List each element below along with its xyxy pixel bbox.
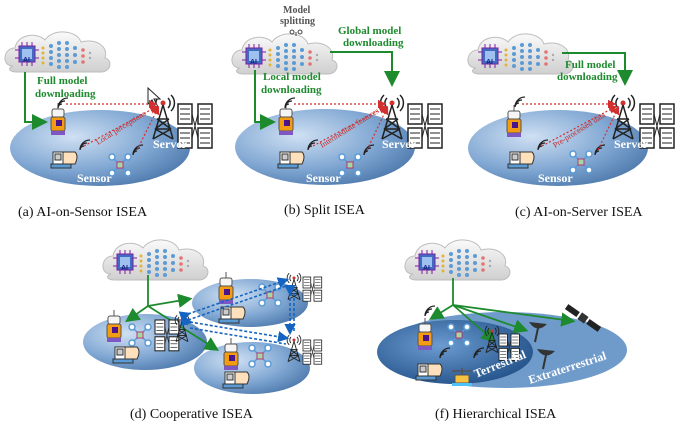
server-racks-icon — [302, 276, 323, 302]
cloud-ai-icon — [404, 239, 511, 281]
server-label: Server — [153, 137, 188, 151]
wifi-icon — [424, 305, 436, 317]
download-label: downloading — [557, 71, 618, 83]
download-label: Full model — [565, 59, 615, 71]
local-download-arrow — [254, 70, 276, 130]
cooperative-link — [187, 285, 287, 321]
cloud-ai-icon — [102, 239, 209, 281]
ai-chip-label: AI — [250, 59, 257, 66]
download-arrow — [428, 304, 454, 320]
scissors-icon — [289, 29, 303, 36]
panel-a: Full model downloading Local perceptions… — [4, 31, 213, 220]
panel-f: Terrestrial Extraterrestrial (f) Hierarc… — [377, 239, 627, 422]
global-label: downloading — [343, 37, 404, 49]
uplink-arrow — [312, 105, 388, 147]
global-label: Global model — [338, 25, 401, 37]
cooperative-link — [181, 315, 290, 343]
caption: (f) Hierarchical ISEA — [435, 407, 557, 422]
uav-icon — [452, 368, 472, 375]
cursor-pointer-icon — [147, 86, 162, 109]
caption: (b) Split ISEA — [284, 203, 366, 218]
panel-c: Full model downloading Pre-processed dat… — [467, 33, 675, 220]
wifi-icon — [514, 96, 526, 108]
cloud-ai-icon — [467, 33, 574, 75]
caption: (d) Cooperative ISEA — [130, 407, 254, 422]
download-label: Full model — [37, 75, 87, 87]
cloud-ai-icon — [231, 33, 338, 75]
caption: (c) AI-on-Server ISEA — [515, 205, 643, 220]
sensor-label: Sensor — [538, 171, 573, 185]
server-racks-icon — [302, 339, 323, 365]
cloud-chip-labels: AI AI AI AI AI — [23, 57, 493, 272]
uav-icon — [454, 374, 470, 384]
ai-chip-label: AI — [486, 59, 493, 66]
robot-icon — [278, 102, 294, 136]
server-label: Server — [382, 137, 417, 151]
download-arrow — [125, 305, 149, 323]
robot-icon — [223, 337, 239, 371]
uav-base-icon — [452, 383, 472, 386]
download-arrow — [452, 304, 576, 327]
local-label: downloading — [261, 84, 322, 96]
panel-b: Model splitting Global model downloading… — [231, 5, 443, 218]
ai-chip-label: AI — [121, 265, 128, 272]
local-label: Local model — [263, 71, 321, 83]
cooperative-link — [189, 327, 287, 345]
sensor-label: Sensor — [77, 171, 112, 185]
download-arrow — [24, 72, 48, 130]
download-arrow — [147, 293, 193, 308]
download-arrow — [452, 304, 529, 334]
download-label: downloading — [35, 88, 96, 100]
ai-chip-label: AI — [23, 57, 30, 64]
split-label: Model — [283, 5, 310, 16]
caption: (a) AI-on-Sensor ISEA — [18, 205, 148, 220]
cooperative-link — [178, 277, 290, 322]
robot-icon — [506, 104, 522, 138]
uplink-arrow — [541, 105, 618, 147]
download-arrow — [562, 52, 633, 86]
ai-chip-label: AI — [423, 265, 430, 272]
sensor-label: Sensor — [306, 171, 341, 185]
cloud-ai-icon — [4, 31, 111, 73]
coverage-ellipse — [194, 342, 310, 394]
panel-d: (d) Cooperative ISEA — [83, 239, 323, 422]
global-download-arrow — [330, 51, 400, 87]
split-label: splitting — [280, 16, 315, 27]
server-label: Server — [614, 137, 649, 151]
uplink-arrow — [83, 105, 159, 147]
robot-icon — [106, 309, 122, 343]
